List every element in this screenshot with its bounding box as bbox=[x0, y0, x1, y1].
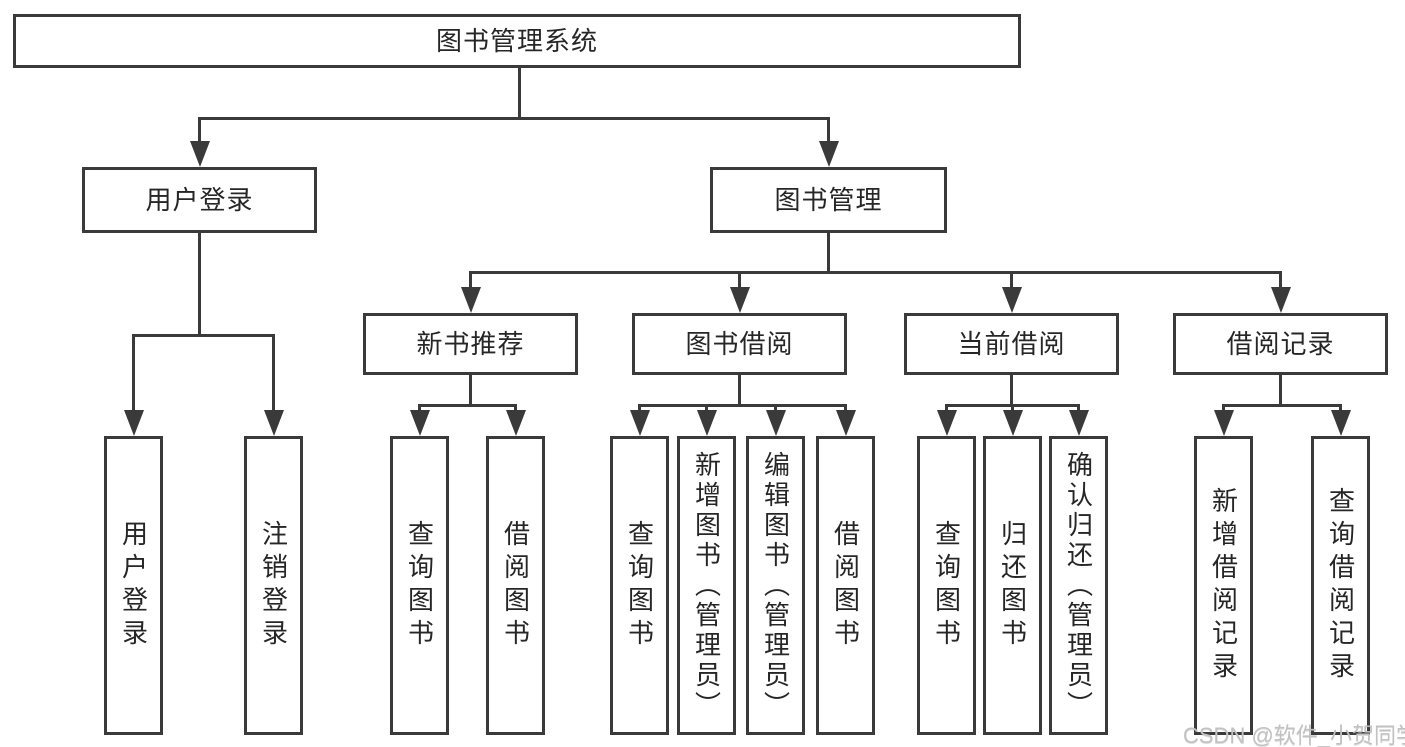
connector-line bbox=[518, 67, 521, 119]
arrow-down-icon bbox=[1068, 404, 1089, 436]
leaf-label: 编辑图书（管理员） bbox=[760, 450, 791, 721]
leaf-add-books-admin: 新增图书（管理员） bbox=[677, 436, 736, 735]
node-book-borrowing: 图书借阅 bbox=[632, 313, 847, 375]
leaf-add-borrow-record: 新增借阅记录 bbox=[1194, 436, 1253, 735]
connector-line bbox=[198, 117, 830, 120]
leaf-label: 归还图书 bbox=[997, 519, 1028, 652]
leaf-label: 借阅图书 bbox=[830, 519, 861, 652]
leaf-confirm-return-admin: 确认归还（管理员） bbox=[1049, 436, 1108, 735]
arrow-down-icon bbox=[1002, 404, 1023, 436]
leaf-edit-books-admin: 编辑图书（管理员） bbox=[746, 436, 805, 735]
connector-line bbox=[1010, 375, 1013, 407]
leaf-query-borrow-record: 查询借阅记录 bbox=[1311, 436, 1370, 735]
node-borrowing-records: 借阅记录 bbox=[1173, 313, 1388, 375]
node-label: 用户登录 bbox=[145, 185, 254, 215]
leaf-return-books: 归还图书 bbox=[983, 436, 1042, 735]
leaf-label: 查询图书 bbox=[404, 519, 435, 652]
arrow-down-icon bbox=[696, 404, 717, 436]
arrow-down-icon bbox=[1270, 271, 1291, 313]
connector-line bbox=[827, 233, 830, 274]
leaf-label: 查询图书 bbox=[624, 519, 655, 652]
node-label: 图书借阅 bbox=[685, 329, 794, 359]
connector-line bbox=[1222, 404, 1342, 407]
connector-line bbox=[132, 334, 275, 337]
node-label: 当前借阅 bbox=[957, 329, 1066, 359]
node-label: 图书管理 bbox=[774, 185, 883, 215]
arrow-down-icon bbox=[460, 271, 481, 313]
leaf-borrow-books-borrowing: 借阅图书 bbox=[816, 436, 875, 735]
leaf-label: 新增图书（管理员） bbox=[691, 450, 722, 721]
arrow-down-icon bbox=[409, 404, 430, 436]
connector-line bbox=[418, 404, 517, 407]
arrow-down-icon bbox=[765, 404, 786, 436]
leaf-label: 用户登录 bbox=[118, 519, 149, 652]
arrow-down-icon bbox=[629, 404, 650, 436]
arrow-down-icon bbox=[729, 271, 750, 313]
leaf-label: 借阅图书 bbox=[500, 519, 531, 652]
node-current-borrowing: 当前借阅 bbox=[904, 313, 1119, 375]
leaf-query-books-recommend: 查询图书 bbox=[390, 436, 449, 735]
arrow-down-icon bbox=[123, 334, 144, 436]
leaf-label: 确认归还（管理员） bbox=[1063, 450, 1094, 721]
node-label: 图书管理系统 bbox=[435, 26, 598, 56]
arrow-down-icon bbox=[936, 404, 957, 436]
leaf-user-login: 用户登录 bbox=[104, 436, 163, 735]
leaf-logout-login: 注销登录 bbox=[244, 436, 303, 735]
node-library-management-system: 图书管理系统 bbox=[13, 14, 1021, 68]
leaf-borrow-books-recommend: 借阅图书 bbox=[486, 436, 545, 735]
leaf-label: 新增借阅记录 bbox=[1208, 486, 1239, 685]
leaf-label: 查询借阅记录 bbox=[1325, 486, 1356, 685]
node-book-management: 图书管理 bbox=[710, 167, 947, 233]
node-user-login: 用户登录 bbox=[82, 167, 317, 233]
node-label: 借阅记录 bbox=[1226, 329, 1335, 359]
arrow-down-icon bbox=[505, 404, 526, 436]
arrow-down-icon bbox=[1213, 404, 1234, 436]
arrow-down-icon bbox=[1330, 404, 1351, 436]
connector-line bbox=[1279, 375, 1282, 407]
arrow-down-icon bbox=[818, 117, 839, 167]
connector-line bbox=[469, 271, 1282, 274]
connector-line bbox=[198, 233, 201, 337]
leaf-label: 注销登录 bbox=[258, 519, 289, 652]
arrow-down-icon bbox=[835, 404, 856, 436]
leaf-query-books-borrowing: 查询图书 bbox=[610, 436, 669, 735]
leaf-query-books-current: 查询图书 bbox=[917, 436, 976, 735]
csdn-watermark: CSDN @软件_小贺同学 bbox=[1183, 723, 1405, 747]
connector-line bbox=[738, 375, 741, 407]
connector-line bbox=[638, 404, 847, 407]
connector-line bbox=[469, 375, 472, 407]
leaf-label: 查询图书 bbox=[931, 519, 962, 652]
node-label: 新书推荐 bbox=[416, 329, 525, 359]
node-new-book-recommend: 新书推荐 bbox=[363, 313, 578, 375]
arrow-down-icon bbox=[189, 117, 210, 167]
arrow-down-icon bbox=[1001, 271, 1022, 313]
arrow-down-icon bbox=[263, 334, 284, 436]
